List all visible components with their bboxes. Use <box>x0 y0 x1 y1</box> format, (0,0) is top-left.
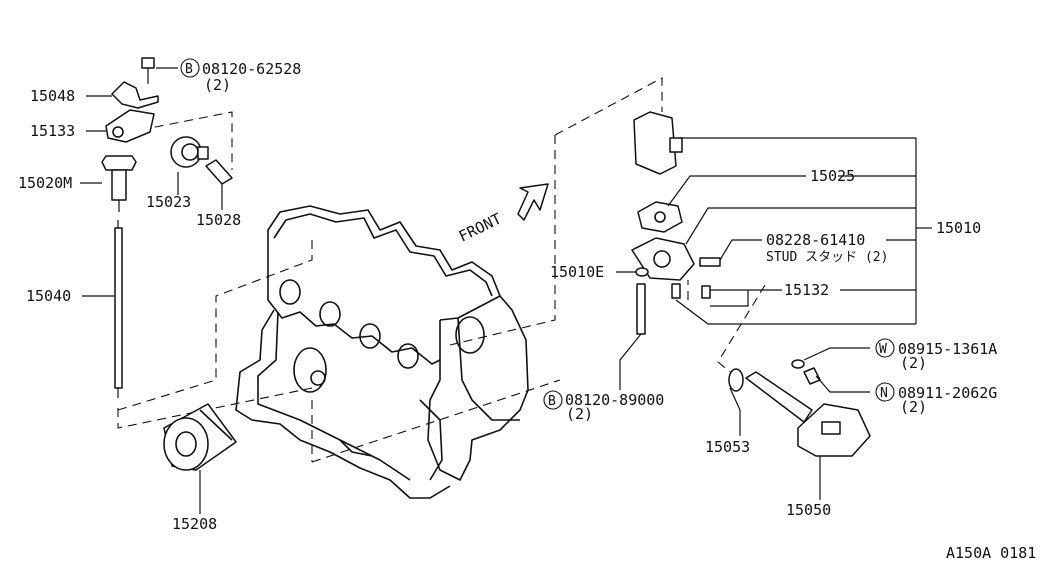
label-15010: 15010 <box>936 219 981 237</box>
bolts-15132 <box>671 283 711 299</box>
engine-block <box>235 205 529 499</box>
bolt-08120-62528 <box>141 57 178 84</box>
leader-lines <box>80 95 932 514</box>
label-15023: 15023 <box>146 193 191 211</box>
gasket-15053 <box>728 368 744 392</box>
label-08911-2062G: 08911-2062G <box>898 384 997 402</box>
oil-filter-15208 <box>163 403 237 471</box>
label-15020M: 15020M <box>18 174 72 192</box>
diagram-code: A150A 0181 <box>946 544 1036 562</box>
front-arrow <box>517 183 549 221</box>
plate-15133 <box>105 109 155 143</box>
label-15050: 15050 <box>786 501 831 519</box>
label-15048: 15048 <box>30 87 75 105</box>
label-15025: 15025 <box>810 167 855 185</box>
qty-08915-1361A: (2) <box>900 354 927 372</box>
label-15010E: 15010E <box>550 263 604 281</box>
prefix-letter-w: W <box>879 342 887 357</box>
prefix-letter-n: N <box>880 386 888 401</box>
prefix-letter-b-top: B <box>185 62 193 77</box>
qty-08120-89000: (2) <box>566 405 593 423</box>
nut-washer-pair <box>791 359 821 385</box>
label-08915-1361A: 08915-1361A <box>898 340 997 358</box>
front-label: FRONT <box>456 210 504 246</box>
label-15040: 15040 <box>26 287 71 305</box>
label-15028: 15028 <box>196 211 241 229</box>
prefix-circles <box>180 58 895 410</box>
gear-15020M <box>101 155 137 212</box>
qty-08120-62528: (2) <box>204 76 231 94</box>
stud-description: STUD スタッド (2) <box>766 250 888 265</box>
label-08120-89000: 08120-89000 <box>565 391 664 409</box>
strainer-15050 <box>745 371 871 457</box>
prefix-letter-b-bottom: B <box>548 394 556 409</box>
label-15208: 15208 <box>172 515 217 533</box>
qty-08911-2062G: (2) <box>900 398 927 416</box>
bracket-15048 <box>111 81 159 109</box>
gasket-15025 <box>637 201 683 233</box>
assembly-guide-lines <box>117 77 766 463</box>
pin-15028 <box>205 159 233 185</box>
gear-15023 <box>170 136 209 168</box>
washer-15010E <box>635 267 649 277</box>
label-15132: 15132 <box>784 281 829 299</box>
bolt-08120-89000 <box>636 283 646 335</box>
pump-body-15010 <box>633 111 683 175</box>
label-15053: 15053 <box>705 438 750 456</box>
label-08120-62528: 08120-62528 <box>202 60 301 78</box>
rod-15040 <box>114 220 123 398</box>
label-15133: 15133 <box>30 122 75 140</box>
label-08228-61410: 08228-61410 <box>766 231 865 249</box>
